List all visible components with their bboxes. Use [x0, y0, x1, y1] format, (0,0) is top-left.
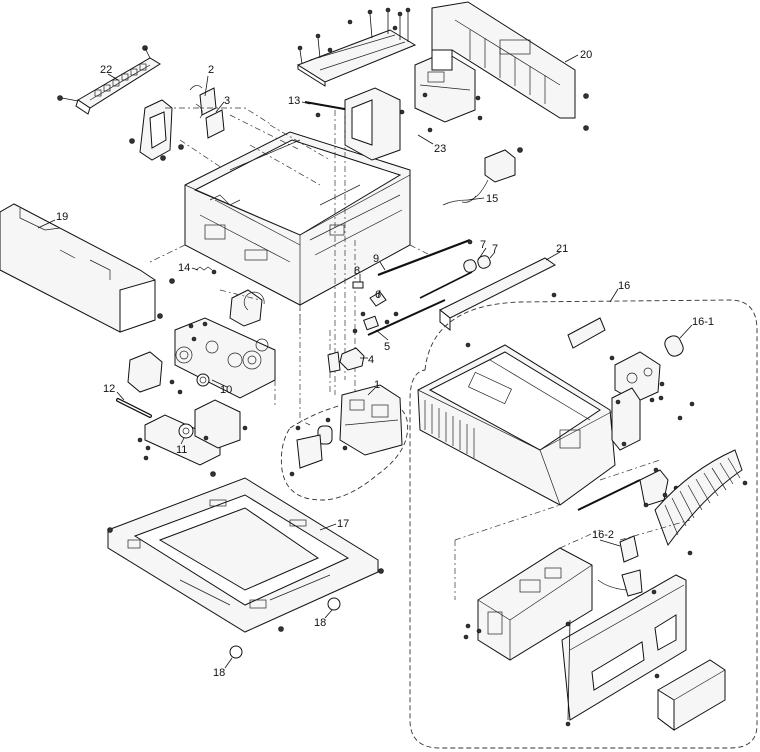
part-10-gear-drive — [127, 289, 276, 405]
part-14-spring — [195, 266, 217, 275]
part-2-3-sensor-bracket — [129, 85, 273, 181]
callout-17: 17 — [337, 518, 349, 530]
callout-23: 23 — [434, 143, 446, 155]
callout-22: 22 — [100, 64, 112, 76]
part-11-bracket — [137, 399, 248, 466]
part-23-bracket — [344, 51, 483, 161]
callout-12: 12 — [103, 383, 115, 395]
part-13-rod — [304, 101, 351, 118]
part-1-feed-assembly — [280, 384, 409, 501]
callout-16-2: 16-2 — [592, 529, 614, 541]
callout-20: 20 — [580, 49, 592, 61]
part-22-bracket — [57, 45, 161, 115]
callout-4: 4 — [368, 354, 374, 366]
callout-6: 6 — [375, 289, 381, 301]
callout-7b: 7 — [492, 243, 498, 255]
callout-14: 14 — [178, 262, 190, 274]
callout-3: 3 — [224, 95, 230, 107]
callout-18a: 18 — [314, 617, 326, 629]
callout-5: 5 — [384, 341, 390, 353]
callout-15: 15 — [486, 193, 498, 205]
part-12-belt — [116, 398, 152, 418]
part-19-left-cover — [0, 203, 175, 333]
callout-1: 1 — [374, 379, 380, 391]
part-9-shaft — [377, 238, 473, 278]
callout-leaders — [37, 54, 693, 669]
callout-7a: 7 — [480, 239, 486, 251]
callout-9: 9 — [373, 253, 379, 265]
callout-8: 8 — [354, 265, 360, 277]
part-4-clip — [327, 347, 365, 373]
callout-10: 10 — [220, 384, 232, 396]
callout-13: 13 — [288, 95, 300, 107]
callout-2: 2 — [208, 64, 214, 76]
part-16-tray-assembly — [409, 299, 758, 749]
callout-16: 16 — [618, 280, 630, 292]
callout-11: 11 — [176, 444, 187, 456]
part-7-rollers — [419, 255, 491, 299]
part-21-guide — [439, 257, 557, 348]
callout-21: 21 — [556, 243, 568, 255]
part-6-lever — [369, 291, 387, 307]
callout-16-1: 16-1 — [692, 316, 714, 328]
callout-18b: 18 — [213, 667, 225, 679]
callout-19: 19 — [56, 211, 68, 223]
part-18-feet — [229, 597, 341, 659]
part-17-base-tray — [107, 471, 384, 633]
part-8-pin — [352, 281, 364, 289]
part-20-right-cover — [431, 1, 589, 131]
top-plate — [296, 7, 417, 87]
callout-labels: 22 2 3 13 20 23 15 19 14 9 8 7 7 21 6 5 … — [56, 49, 714, 679]
main-frame-assembly — [149, 114, 431, 330]
part-15-cable — [442, 147, 523, 206]
part-5-shaft — [352, 299, 446, 336]
